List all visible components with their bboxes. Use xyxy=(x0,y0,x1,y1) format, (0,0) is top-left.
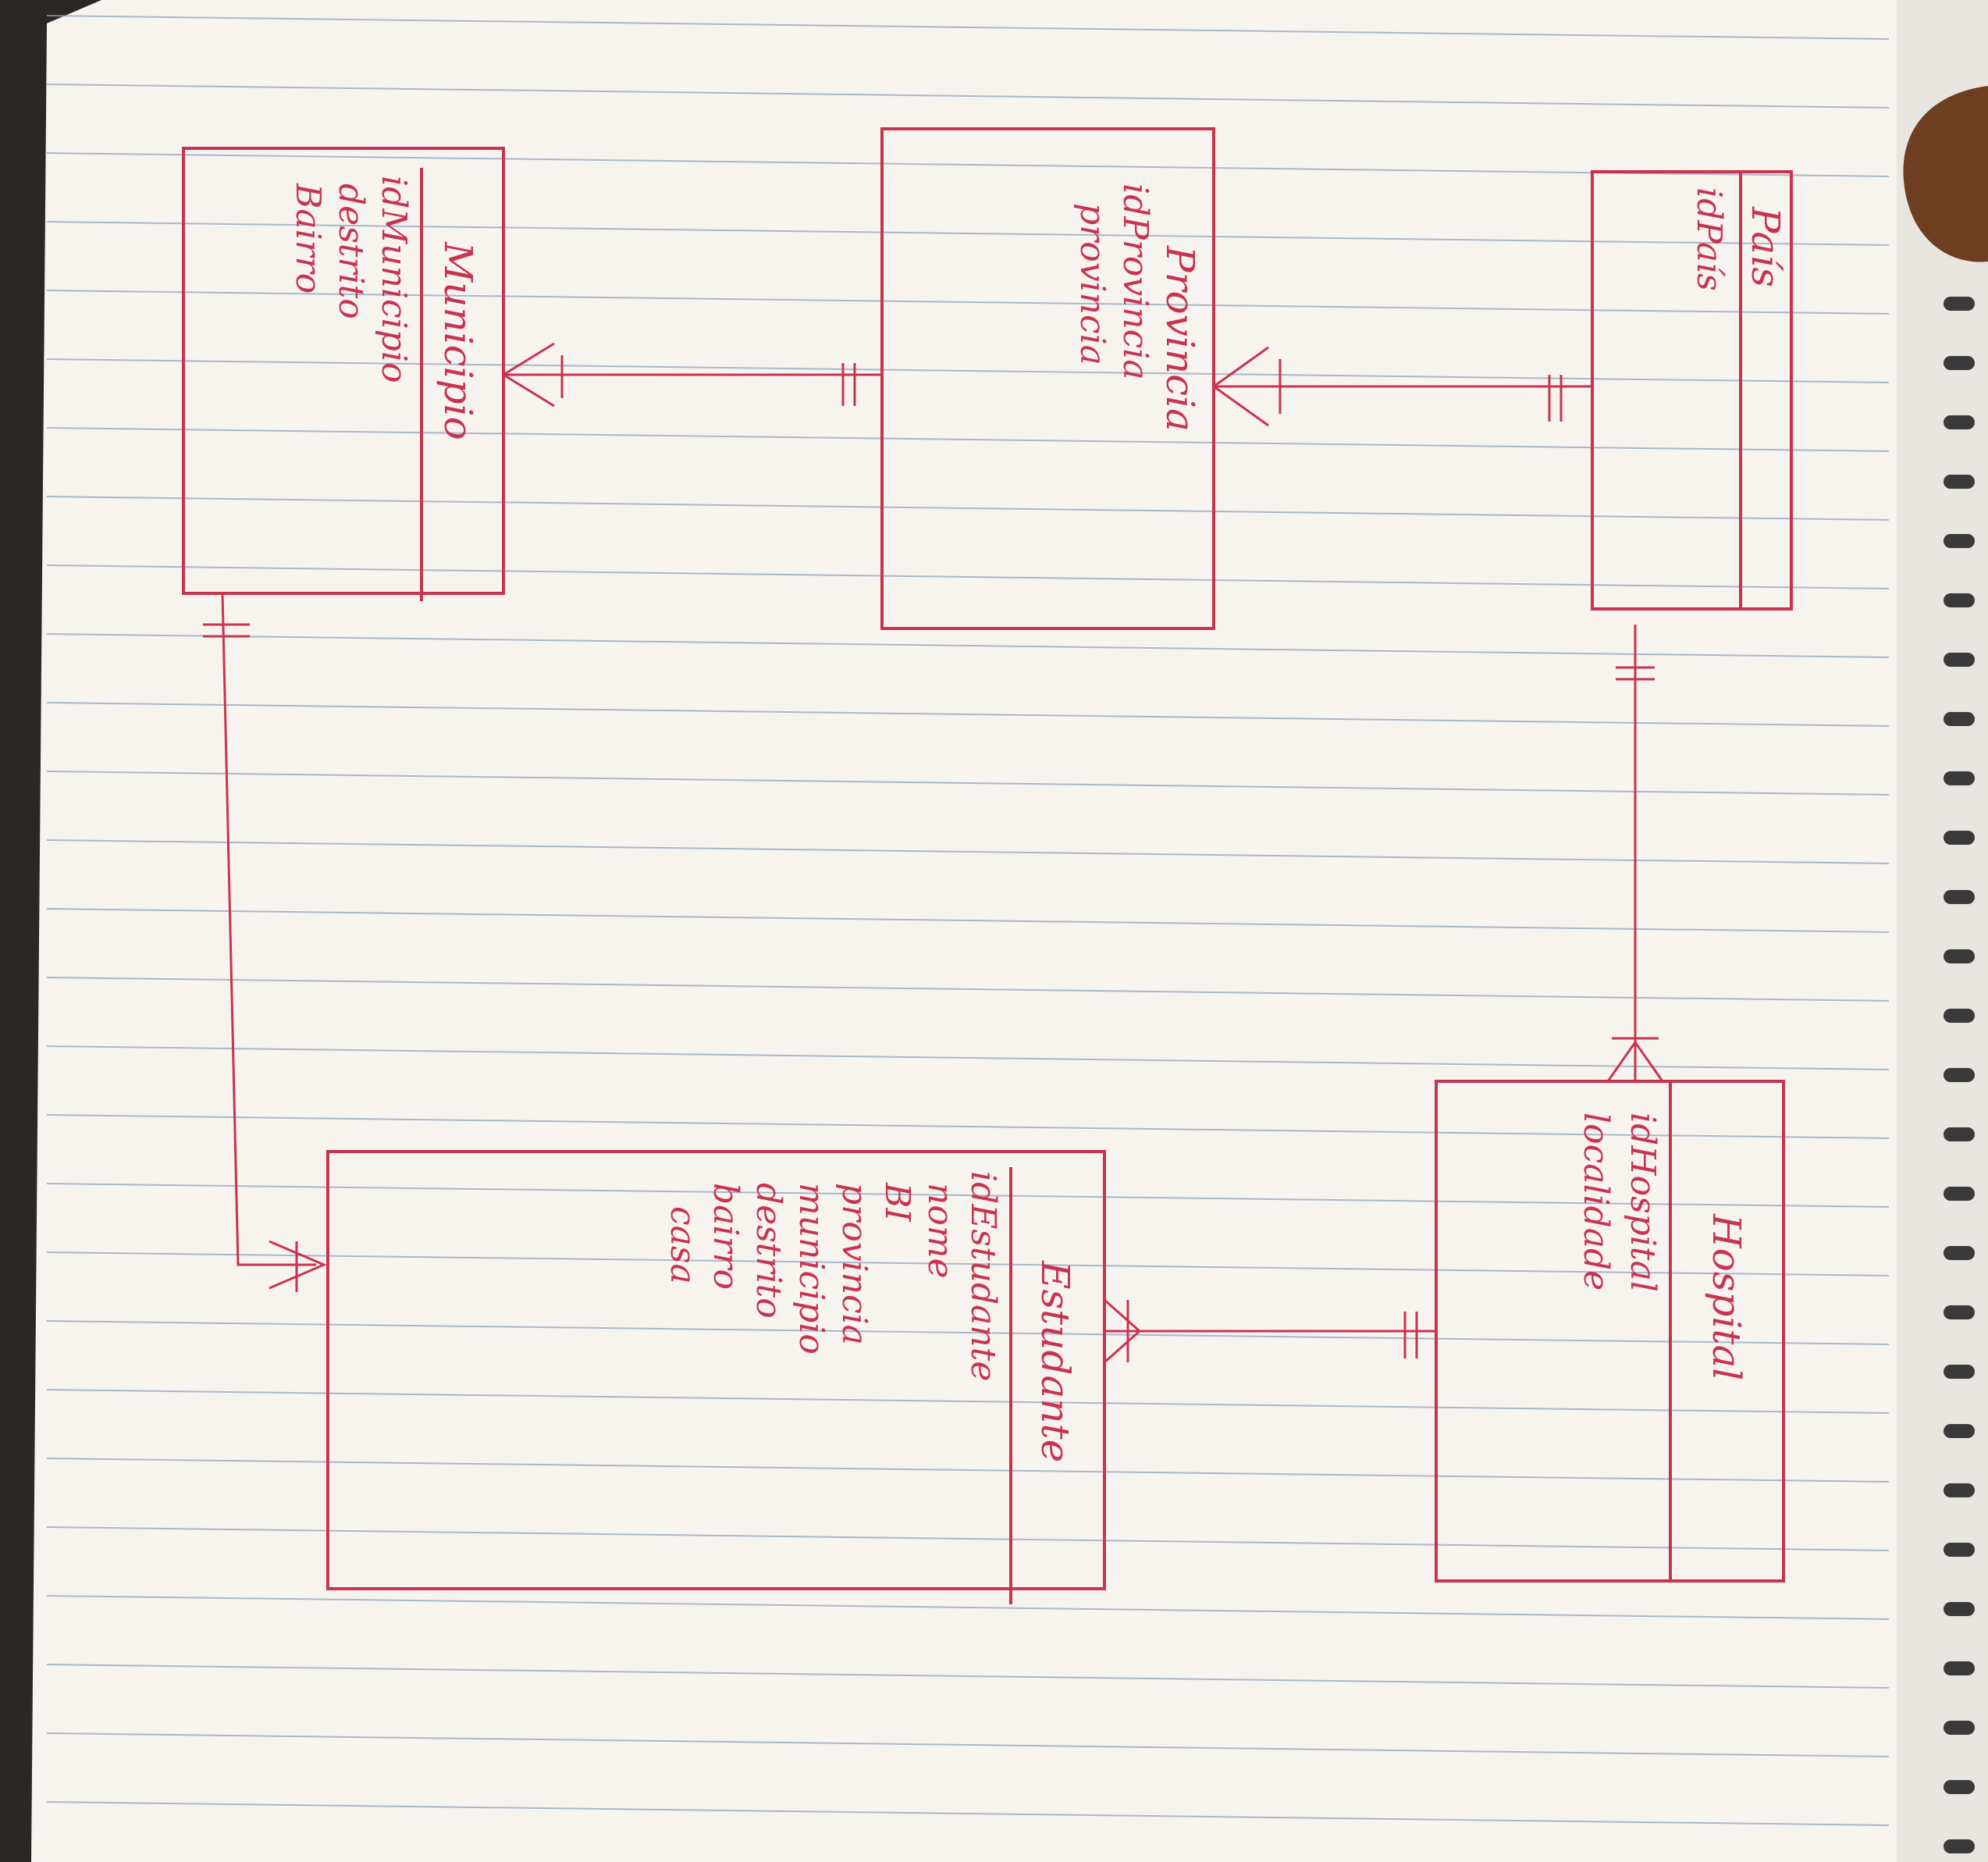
paper-shadow-edge xyxy=(1897,0,1988,1862)
spiral-hole xyxy=(1944,1424,1975,1438)
entity-attribute: municipio xyxy=(791,1183,831,1355)
spiral-hole xyxy=(1944,1187,1975,1201)
entity-box xyxy=(1591,170,1793,611)
entity-attribute: provincia xyxy=(834,1183,874,1345)
one-or-many-crowfoot xyxy=(501,342,555,408)
spiral-hole xyxy=(1944,949,1975,963)
ruled-line xyxy=(46,771,1890,796)
ruled-line xyxy=(46,1526,1890,1551)
entity-attribute: idPaís xyxy=(1689,187,1729,291)
ruled-line xyxy=(46,1320,1890,1345)
relationship-municipio-estudante xyxy=(203,593,327,1292)
ruled-line xyxy=(46,84,1890,109)
spiral-hole xyxy=(1944,1602,1975,1616)
entity-title: Estudante xyxy=(1033,1260,1078,1462)
spiral-hole xyxy=(1944,297,1975,311)
spiral-hole xyxy=(1944,1009,1975,1023)
one-or-many-crowfoot xyxy=(269,1240,327,1290)
spiral-hole xyxy=(1944,356,1975,370)
spiral-hole xyxy=(1944,534,1975,548)
ruled-line xyxy=(46,1389,1890,1414)
ruled-line xyxy=(46,152,1890,177)
spiral-hole xyxy=(1944,831,1975,845)
ruled-line xyxy=(46,839,1890,864)
ruled-line xyxy=(46,1458,1890,1483)
ruled-line xyxy=(46,1595,1890,1620)
spiral-hole xyxy=(1944,593,1975,607)
ruled-line xyxy=(46,1183,1890,1208)
spiral-hole xyxy=(1944,1721,1975,1735)
entity-attribute: idHospital xyxy=(1623,1113,1663,1292)
entity-attribute: idMunicipio xyxy=(374,176,414,383)
entity-box xyxy=(182,147,505,595)
entity-pais: País idPaís xyxy=(1591,170,1793,611)
entity-estudante: Estudante idEstudante nome BI provincia … xyxy=(326,1150,1106,1604)
ruled-line xyxy=(46,358,1890,383)
spiral-hole xyxy=(1944,890,1975,904)
spiral-hole xyxy=(1944,771,1975,785)
entity-attribute: idEstudante xyxy=(963,1171,1003,1381)
ruled-line xyxy=(46,633,1890,658)
spiral-hole xyxy=(1944,475,1975,489)
thumb xyxy=(1903,86,1988,262)
ruled-line xyxy=(46,1045,1890,1070)
entity-title: Provincia xyxy=(1158,245,1203,432)
spiral-hole xyxy=(1944,1365,1975,1379)
spiral-hole xyxy=(1944,1246,1975,1260)
spiral-hole xyxy=(1944,415,1975,429)
spiral-hole xyxy=(1944,1305,1975,1319)
ruled-line xyxy=(46,290,1890,315)
ruled-line xyxy=(46,1114,1890,1139)
spiral-hole xyxy=(1944,1483,1975,1497)
spiral-hole xyxy=(1944,1068,1975,1082)
ruled-lines xyxy=(46,15,1890,1826)
paper-sheet xyxy=(31,0,1988,1862)
spiral-hole xyxy=(1944,1839,1975,1853)
ruled-line xyxy=(46,908,1890,933)
entity-attribute: BI xyxy=(877,1182,917,1223)
relationship-pais-hospital xyxy=(1606,625,1664,1082)
ruled-line xyxy=(46,427,1890,452)
spiral-hole xyxy=(1944,712,1975,726)
ruled-line xyxy=(46,1732,1890,1757)
relationship-hospital-estudante xyxy=(1104,1298,1436,1364)
spiral-hole xyxy=(1944,1780,1975,1794)
entity-box xyxy=(880,127,1215,630)
entity-attribute: bairro xyxy=(706,1183,745,1290)
spiral-hole xyxy=(1944,653,1975,667)
entity-attribute: destrito xyxy=(331,183,371,319)
ruled-line xyxy=(46,1801,1890,1826)
ruled-line xyxy=(46,1664,1890,1689)
entity-title: Hospital xyxy=(1704,1213,1749,1380)
spiral-hole xyxy=(1944,1127,1975,1141)
spiral-hole xyxy=(1944,1661,1975,1675)
entity-box xyxy=(326,1150,1106,1590)
spiral-hole xyxy=(1944,1543,1975,1557)
ruled-line xyxy=(46,1251,1890,1276)
entity-attribute: localidade xyxy=(1576,1113,1616,1291)
entity-attribute: idProvincia xyxy=(1115,183,1155,380)
ruled-line xyxy=(46,977,1890,1002)
one-or-many-crowfoot xyxy=(1606,1040,1664,1082)
spiral-binding xyxy=(1944,297,1975,1853)
entity-provincia: Provincia idProvincia provincia xyxy=(880,127,1215,630)
relationship-provincia-municipio xyxy=(501,342,882,408)
entity-attribute: provincia xyxy=(1072,203,1112,365)
entity-municipio: Municipio idMunicipio destrito Bairro xyxy=(182,147,505,601)
relationship-pais-provincia xyxy=(1211,346,1592,427)
ruled-line xyxy=(46,702,1890,727)
ruled-line xyxy=(46,221,1890,246)
one-or-many-crowfoot xyxy=(1104,1298,1142,1364)
ruled-line xyxy=(46,15,1890,40)
entity-attribute: Bairro xyxy=(288,183,328,294)
ruled-line xyxy=(46,564,1890,589)
entity-attribute: casa xyxy=(663,1206,702,1284)
entity-attribute: nome xyxy=(920,1183,960,1279)
entity-attribute: destrito xyxy=(749,1183,788,1319)
ruled-line xyxy=(46,496,1890,521)
entity-title: Municipio xyxy=(436,241,481,440)
entity-title: País xyxy=(1743,206,1788,287)
one-or-many-crowfoot xyxy=(1211,346,1269,427)
